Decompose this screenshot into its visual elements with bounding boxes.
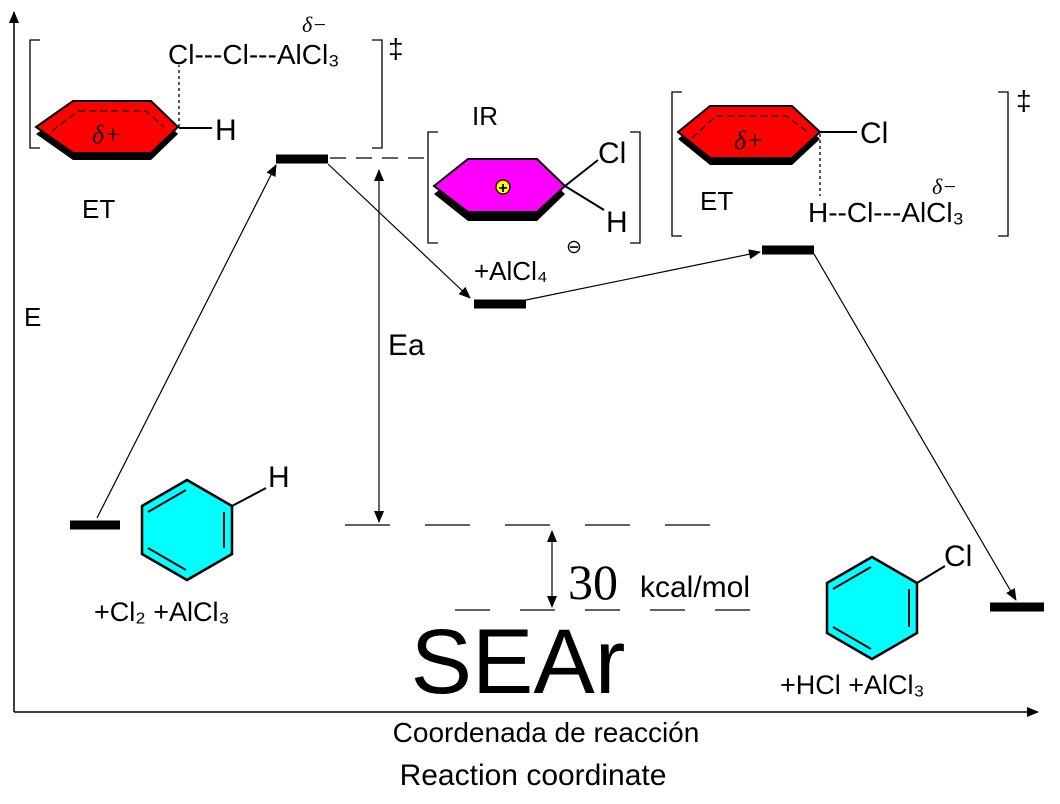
y-axis-label: E: [24, 302, 41, 332]
activation-energy-label: Ea: [388, 329, 425, 362]
ts2-delta-plus: δ+: [734, 126, 764, 155]
ir-left-bracket: [427, 131, 438, 244]
ts1-delocalization: [51, 110, 165, 132]
energy-gap-value: 30: [568, 554, 618, 610]
benzene-ring-icon: [140, 478, 234, 582]
ts1-right-bracket: [372, 39, 383, 149]
path-arrow-3: [525, 249, 761, 301]
reactant-benzene: [140, 478, 267, 582]
c-h-bond: [231, 487, 267, 507]
ts1-tag: ET: [82, 194, 115, 224]
chlorobenzene-ring-icon: [825, 555, 919, 661]
ts1-ddagger: ‡: [388, 33, 404, 64]
path-arrow-2: [327, 163, 471, 299]
benzene-double-bond: [147, 547, 187, 571]
chlorobenzene-double-bond: [832, 566, 872, 590]
intermediate-structure: [427, 131, 641, 244]
ts1-left-bracket: [29, 39, 40, 149]
ir-cl-label: Cl: [598, 137, 626, 170]
plus-charge-icon: [495, 179, 511, 195]
ts1-delta-minus: δ−: [302, 12, 327, 37]
ts2-ddagger: ‡: [1016, 85, 1032, 116]
ts2-delta-minus: δ−: [932, 174, 957, 199]
ir-counterion-charge: ⊖: [566, 237, 582, 258]
plus-symbol: +: [498, 180, 507, 197]
ir-c-cl-bond: [564, 159, 599, 187]
benzene-double-bond: [147, 489, 187, 513]
ir-right-bracket: [630, 131, 641, 244]
path-arrow-1: [96, 164, 277, 519]
ts1-chain: Cl---Cl---AlCl₃: [168, 39, 340, 70]
ir-h-label: H: [606, 206, 628, 239]
ir-counterion: +AlCl₄: [474, 256, 547, 286]
ts2-delocalization: [691, 115, 809, 139]
diagram-title: SEAr: [411, 611, 626, 713]
chlorobenzene-double-bond: [832, 626, 872, 650]
ts2-structure: [671, 91, 1009, 237]
product-formula: +HCl +AlCl₃: [780, 670, 925, 700]
c-cl-bond: [916, 565, 946, 584]
ts1-arenium-ring-icon: [34, 100, 180, 154]
ts1-structure: [29, 39, 383, 160]
ts2-cl-label: Cl: [860, 117, 888, 150]
x-axis-label-es: Coordenada de reacción: [393, 717, 700, 748]
product-cl-label: Cl: [944, 540, 972, 573]
ts2-tag: ET: [700, 186, 733, 216]
ir-c-h-bond: [564, 185, 605, 211]
intermediate-tag: IR: [472, 101, 498, 131]
ts2-left-bracket: [671, 91, 682, 237]
reactant-h-label: H: [268, 461, 290, 494]
energy-gap-unit: kcal/mol: [640, 571, 750, 604]
ts1-delta-plus: δ+: [92, 120, 122, 149]
ts2-right-bracket: [998, 91, 1009, 237]
path-arrow-4: [813, 253, 1017, 601]
product-chlorobenzene: [825, 555, 946, 661]
reactant-formula: +Cl₂ +AlCl₃: [94, 597, 230, 627]
x-axis-label-en: Reaction coordinate: [400, 759, 667, 792]
ts2-chain: H--Cl---AlCl₃: [808, 197, 964, 228]
ts1-h-label: H: [215, 114, 237, 147]
